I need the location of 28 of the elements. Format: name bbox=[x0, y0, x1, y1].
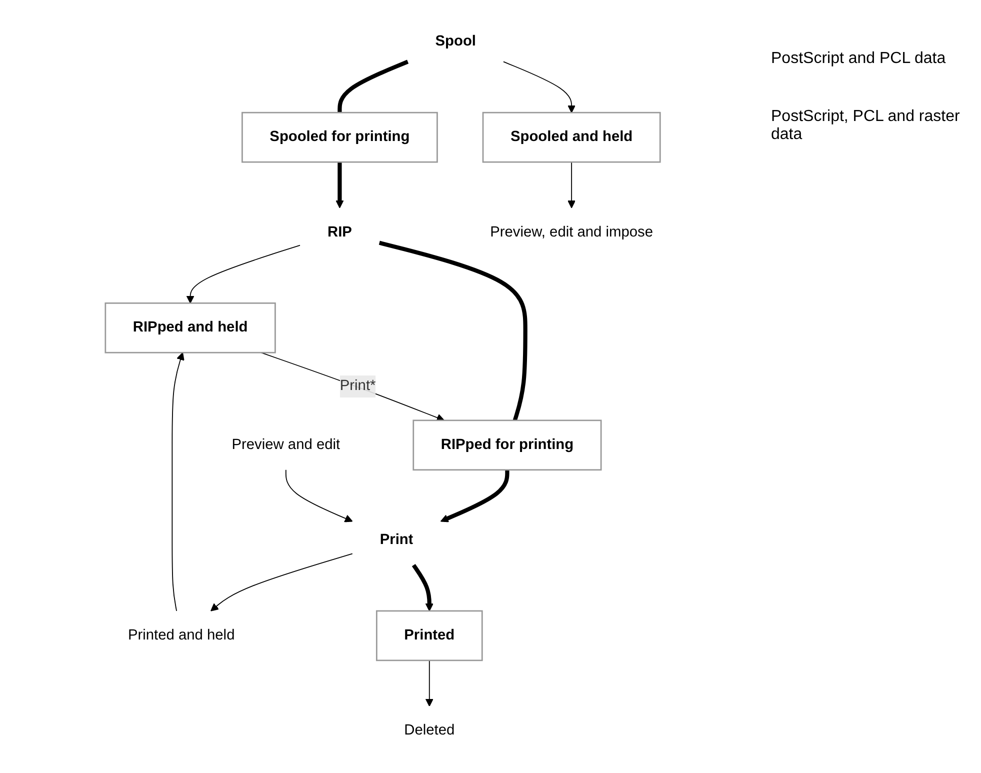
arrow bbox=[336, 162, 344, 208]
node-text: Print bbox=[380, 532, 414, 548]
arrow bbox=[412, 564, 434, 612]
arrow bbox=[440, 470, 510, 522]
node-box: Printed bbox=[376, 610, 483, 662]
connector bbox=[378, 240, 528, 421]
arrow bbox=[503, 61, 576, 113]
node-text: Spool bbox=[435, 34, 476, 50]
node-text: Preview and edit bbox=[232, 436, 340, 452]
arrow bbox=[260, 352, 445, 422]
arrow bbox=[285, 469, 353, 522]
node-box: RIPped for printing bbox=[412, 420, 602, 471]
node-box: Spooled for printing bbox=[242, 112, 438, 163]
node-text: Printed and held bbox=[128, 627, 235, 643]
node-box: RIPped and held bbox=[104, 302, 276, 354]
connector bbox=[338, 60, 409, 113]
arrow bbox=[425, 660, 434, 707]
arrow bbox=[210, 553, 353, 612]
node-text: Deleted bbox=[404, 722, 455, 738]
edge-label: Print* bbox=[340, 378, 376, 394]
node-text: RIP bbox=[327, 224, 352, 240]
arrow bbox=[186, 244, 300, 304]
note-text: PostScript and PCL data bbox=[771, 50, 947, 68]
note-text: PostScript, PCL and raster data bbox=[771, 108, 961, 144]
arrow bbox=[568, 162, 576, 208]
node-text: Preview, edit and impose bbox=[490, 224, 654, 240]
node-box: Spooled and held bbox=[482, 112, 661, 163]
arrow bbox=[172, 352, 184, 612]
